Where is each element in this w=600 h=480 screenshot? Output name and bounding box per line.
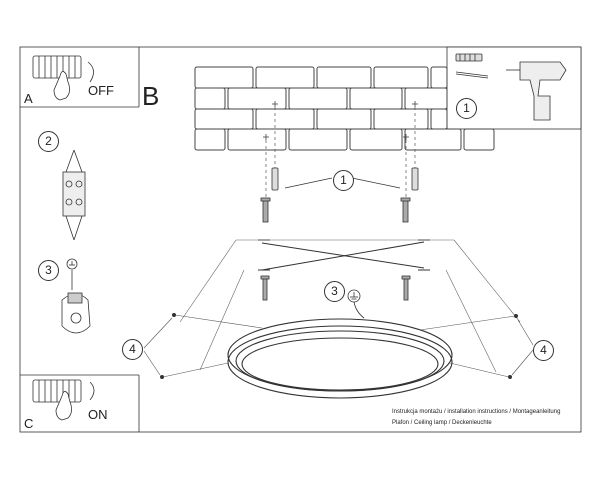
ground-symbol-icon — [347, 289, 365, 319]
alignment-guides — [265, 107, 416, 198]
callout-side-screws-left: 4 — [122, 339, 143, 360]
terminal-block-icon — [32, 379, 82, 403]
wall-plug-icon — [271, 167, 419, 191]
wall-plug-icon — [455, 53, 489, 79]
callout-ceiling-anchors: 1 — [333, 170, 354, 191]
ceiling-drill-marks — [263, 101, 418, 140]
side-screws — [143, 314, 534, 378]
callout-ground-terminal: 3 — [38, 260, 59, 281]
perspective-guides — [179, 239, 521, 373]
panel-c-letter: C — [24, 416, 34, 431]
panel-a-letter: A — [24, 91, 33, 106]
terminal-block-icon — [32, 55, 82, 79]
instructions-caption: Instrukcja montażu / installation instru… — [392, 409, 561, 415]
wiring-connector — [62, 149, 86, 241]
panel-b-letter: B — [142, 81, 160, 111]
mounting-bracket — [258, 239, 430, 271]
callout-ground-wire: 3 — [324, 281, 345, 302]
product-caption: Plafon / Ceiling lamp / Deckenleuchte — [392, 420, 492, 426]
ceiling-lamp — [227, 318, 453, 399]
drill-icon — [506, 61, 567, 121]
arrow-on-icon — [89, 381, 95, 401]
power-on-label: ON — [88, 407, 108, 422]
screw-icon — [260, 197, 411, 301]
callout-wiring: 2 — [38, 131, 59, 152]
callout-tools: 1 — [456, 98, 477, 119]
ceiling-bricks — [194, 66, 495, 151]
outer-frame — [19, 46, 582, 433]
power-off-label: OFF — [88, 83, 114, 98]
ground-terminal — [61, 258, 91, 334]
hand-icon — [55, 391, 72, 421]
callout-side-screws-right: 4 — [533, 340, 554, 361]
arrow-off-icon — [87, 61, 94, 83]
hand-icon — [53, 71, 70, 101]
